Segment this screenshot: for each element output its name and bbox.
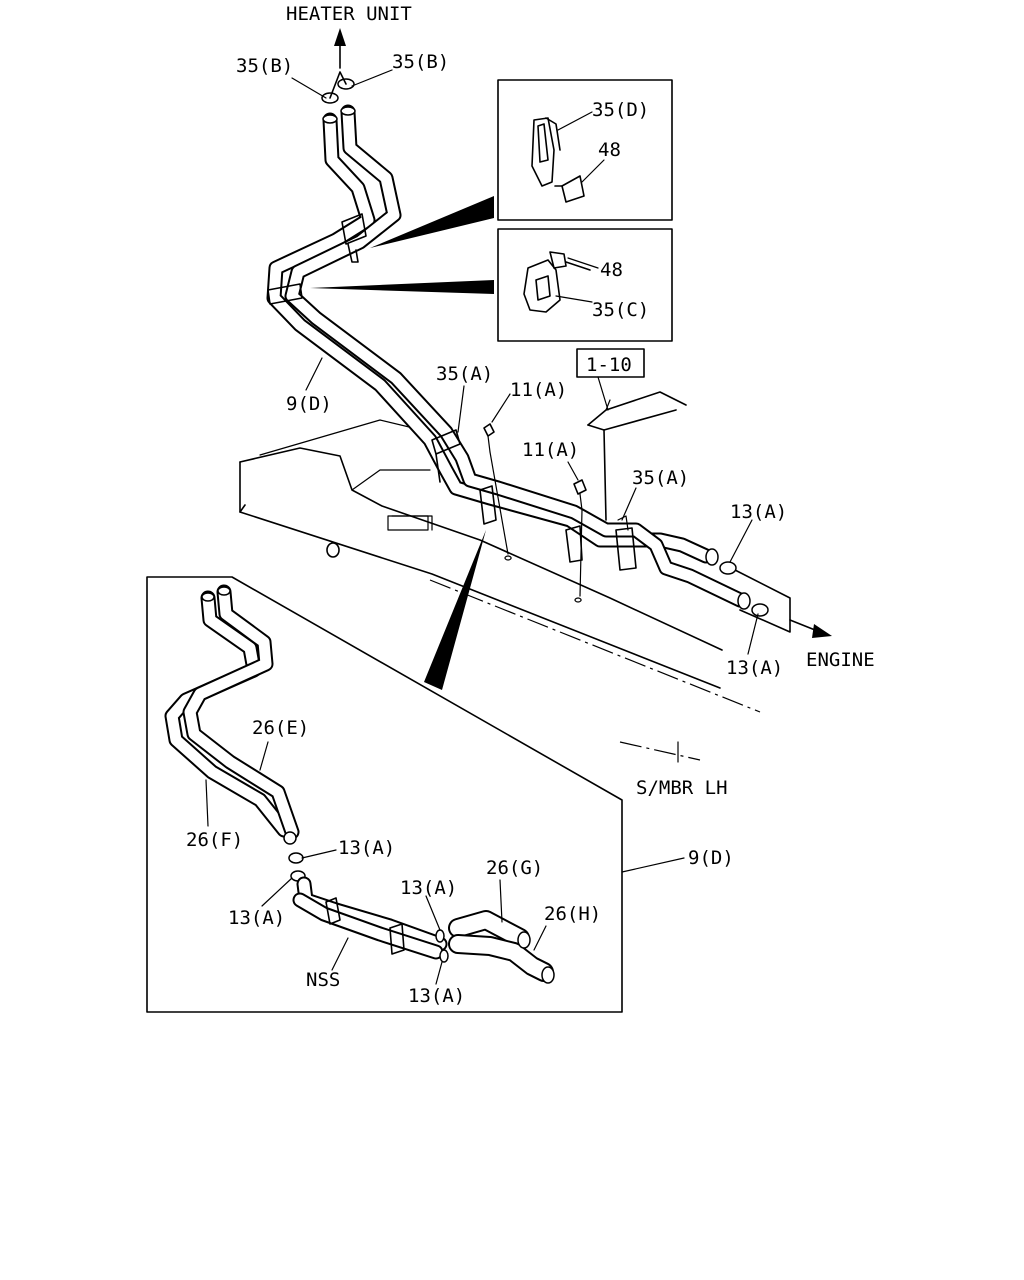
callout-35a-left: 35(A) <box>436 363 493 385</box>
callout-35d: 35(D) <box>592 99 649 121</box>
callout-48-top: 48 <box>598 139 621 161</box>
reference-box: 1-10 <box>576 348 645 411</box>
callout-35b-right: 35(B) <box>392 51 449 73</box>
callout-26e: 26(E) <box>252 717 309 739</box>
callout-11a-right: 11(A) <box>522 439 579 461</box>
callout-48-mid: 48 <box>600 259 623 281</box>
detail-box-clip-35c <box>310 228 673 342</box>
callout-13a-inset-4: 13(A) <box>408 985 465 1007</box>
callout-13a-inset-1: 13(A) <box>338 837 395 859</box>
callout-26g: 26(G) <box>486 857 543 879</box>
callout-13a-inset-3: 13(A) <box>400 877 457 899</box>
engine-arrow: ENGINE <box>789 619 875 671</box>
callout-35a-right: 35(A) <box>632 467 689 489</box>
heater-unit-label: HEATER UNIT <box>286 3 412 25</box>
callout-13a-inset-2: 13(A) <box>228 907 285 929</box>
callout-labels: 35(B) 35(B) 35(D) 48 48 35(C) 9(D) 35(A)… <box>186 51 787 1007</box>
callout-13a-engine-upper: 13(A) <box>730 501 787 523</box>
detail-box-clip-35d <box>370 79 673 248</box>
callout-35b-left: 35(B) <box>236 55 293 77</box>
callout-26h: 26(H) <box>544 903 601 925</box>
callout-9d: 9(D) <box>286 393 332 415</box>
frame-side-member <box>239 391 791 761</box>
smbr-lh-label: S/MBR LH <box>636 777 728 799</box>
leader-lines <box>205 69 759 985</box>
nss-label: NSS <box>306 969 340 991</box>
heater-unit-arrow: HEATER UNIT <box>286 3 412 69</box>
inset-exploded-view <box>146 530 623 1013</box>
callout-11a-left: 11(A) <box>510 379 567 401</box>
main-heater-pipe <box>266 71 769 617</box>
reference-box-label: 1-10 <box>586 354 632 376</box>
callout-26f: 26(F) <box>186 829 243 851</box>
callout-35c: 35(C) <box>592 299 649 321</box>
engine-label: ENGINE <box>806 649 875 671</box>
callout-13a-engine-lower: 13(A) <box>726 657 783 679</box>
callout-9d-inset: 9(D) <box>688 847 734 869</box>
